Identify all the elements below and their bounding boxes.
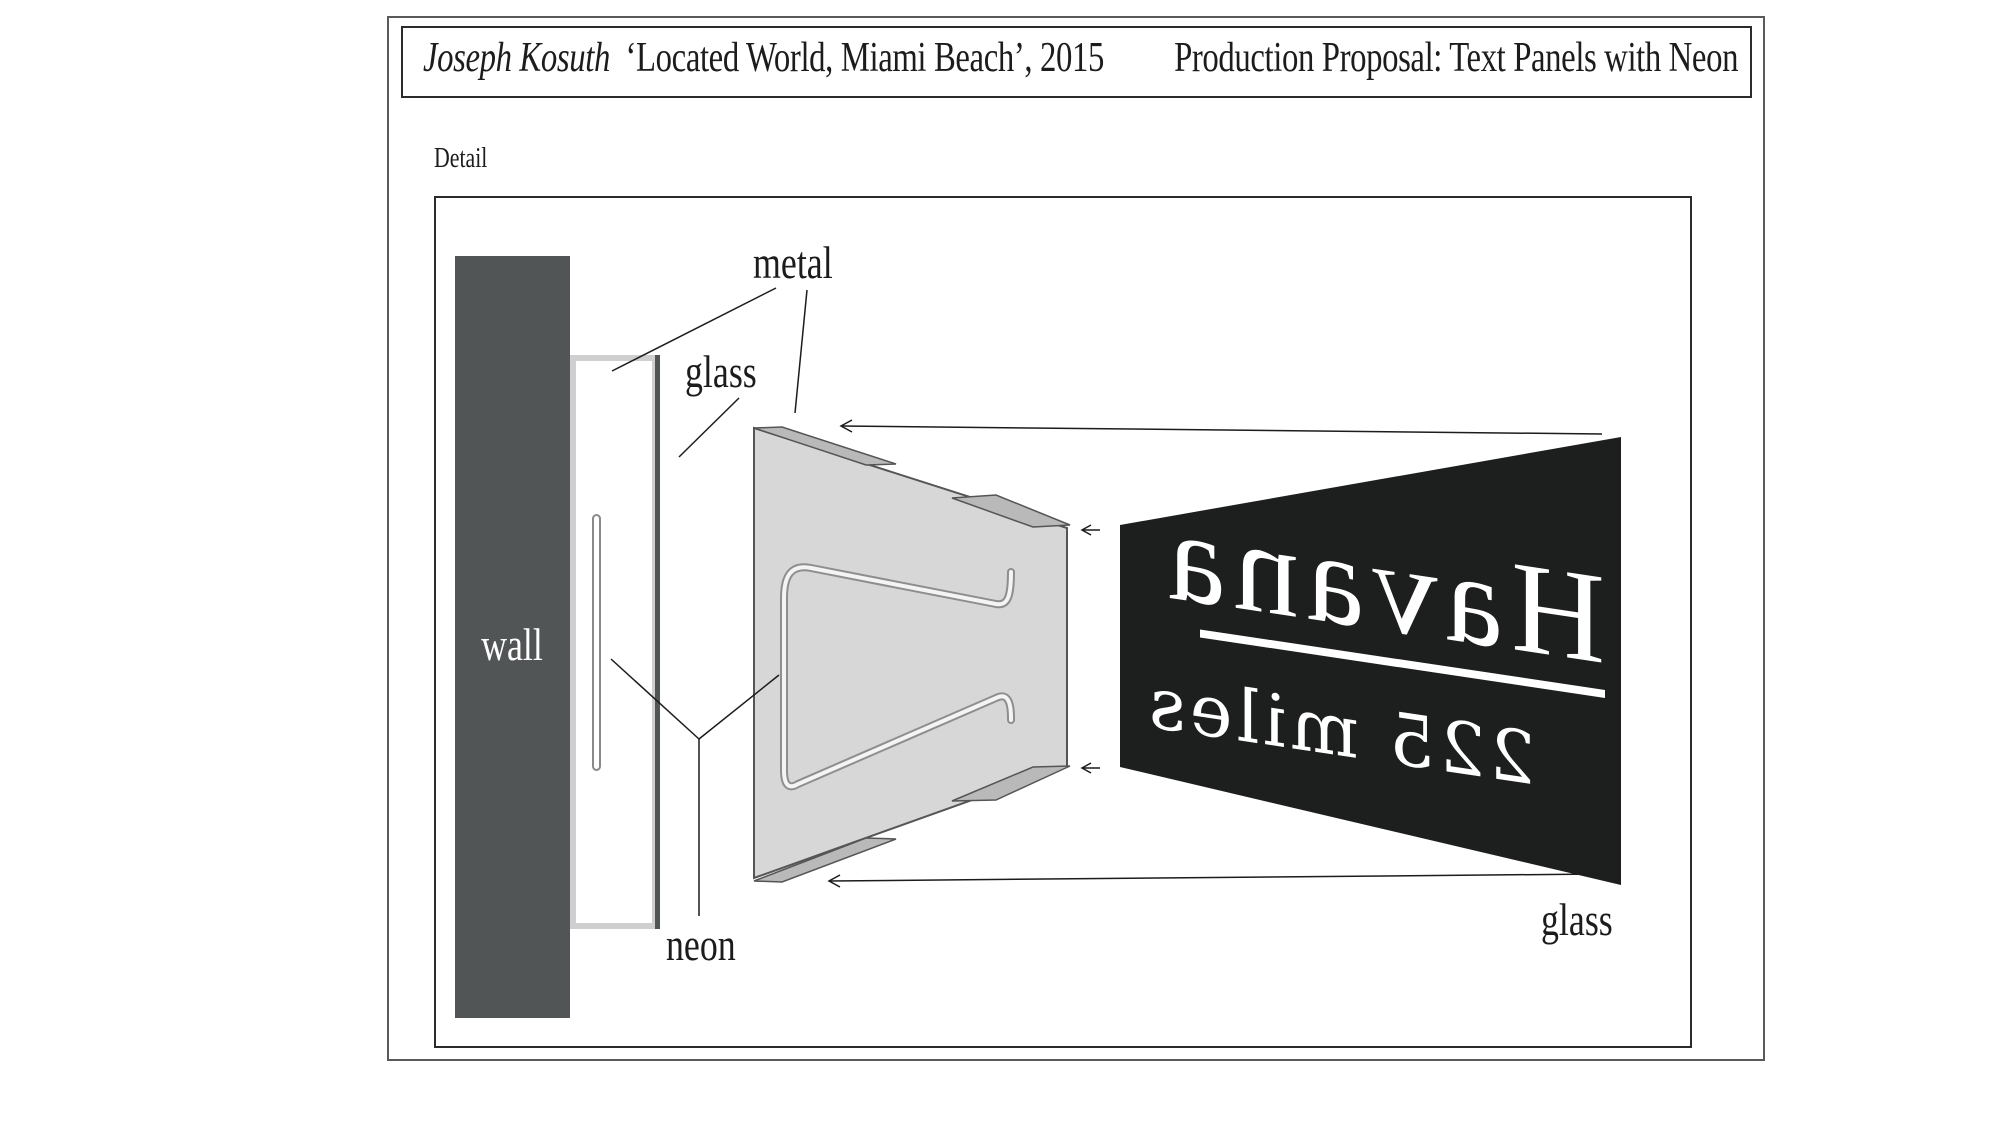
wall-shape [455, 256, 570, 1018]
arrow-mid-top-head [1080, 524, 1092, 536]
leader-neon-1 [610, 658, 700, 740]
flange-bottom-right [951, 765, 1071, 802]
neon-tube-highlight [782, 565, 1013, 789]
metal-plate-profile [655, 355, 660, 929]
detail-diagram: wall Havana 225 miles [434, 196, 1692, 1048]
metal-panel-shape [753, 426, 1068, 880]
leader-glass-top [678, 397, 740, 458]
glass-frame-profile [570, 355, 658, 929]
arrows [827, 419, 1603, 888]
leader-neon-2 [698, 674, 780, 740]
leader-lines [610, 287, 808, 916]
flange-top-right [951, 494, 1071, 528]
metal-label: metal [753, 237, 833, 288]
arrow-bottom-head [827, 874, 841, 888]
proposal-sheet: Joseph Kosuth ‘Located World, Miami Beac… [387, 16, 1765, 1061]
arrow-top-head [839, 419, 853, 433]
leader-metal-1 [611, 287, 777, 372]
glass-top-label: glass [685, 346, 757, 397]
detail-label: Detail [434, 143, 488, 174]
title-bar: Joseph Kosuth ‘Located World, Miami Beac… [401, 26, 1752, 98]
title-left: Joseph Kosuth ‘Located World, Miami Beac… [423, 34, 1104, 82]
flange-top-left [753, 426, 897, 466]
neon-tube-profile [592, 514, 601, 771]
diagram-svg: wall Havana 225 miles [455, 237, 1621, 1018]
arrow-mid-bottom-head [1080, 762, 1092, 774]
wall-label: wall [481, 619, 543, 670]
leader-metal-2 [794, 289, 808, 414]
work-title: ‘Located World, Miami Beach’, 2015 [625, 35, 1105, 81]
arrow-bottom-line [829, 873, 1601, 882]
artist-name: Joseph Kosuth [423, 35, 610, 81]
neon-label: neon [666, 919, 736, 970]
flange-bottom-left [753, 837, 897, 883]
glass-bottom-label: glass [1541, 894, 1613, 945]
arrow-top-line [841, 425, 1603, 435]
proposal-title: Production Proposal: Text Panels with Ne… [1173, 35, 1738, 81]
havana-underline [1200, 629, 1605, 698]
